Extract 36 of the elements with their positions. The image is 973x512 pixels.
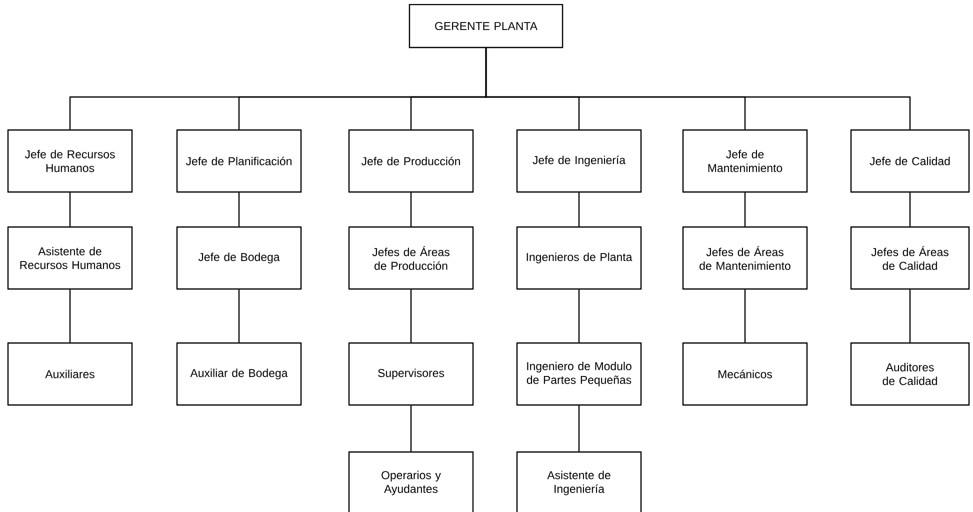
connector-line <box>238 192 240 226</box>
org-box: Auxiliar de Bodega <box>176 342 302 406</box>
org-box: Jefe de Recursos Humanos <box>7 129 133 193</box>
org-box: Jefes de Áreas de Mantenimiento <box>682 226 808 290</box>
org-box: Auditores de Calidad <box>850 342 970 406</box>
org-box: GERENTE PLANTA <box>408 4 564 48</box>
connector-line <box>744 192 746 226</box>
connector-line <box>69 290 71 342</box>
org-box: Jefe de Ingeniería <box>516 129 642 193</box>
org-box: Jefe de Bodega <box>176 226 302 290</box>
connector-line <box>578 290 580 342</box>
org-box: Jefe de Planificación <box>176 129 302 193</box>
org-box: Operarios y Ayudantes <box>348 451 474 512</box>
org-box: Asistente de Recursos Humanos <box>7 226 133 290</box>
connector-line <box>238 290 240 342</box>
connector-line <box>410 406 412 452</box>
connector-line <box>410 192 412 226</box>
org-box: Auxiliares <box>7 342 133 406</box>
connector-line <box>744 290 746 342</box>
connector-line <box>578 192 580 226</box>
org-box: Asistente de Ingeniería <box>516 451 642 512</box>
org-box: Mecánicos <box>682 342 808 406</box>
connector-line <box>410 290 412 342</box>
connector-line <box>909 290 911 342</box>
org-box: Jefe de Producción <box>348 129 474 193</box>
org-box: Jefes de Áreas de Calidad <box>850 226 970 290</box>
org-box: Supervisores <box>348 342 474 406</box>
connector-line <box>578 406 580 452</box>
org-box: Jefe de Calidad <box>850 129 970 193</box>
connector-line <box>69 192 71 226</box>
org-box: Ingeniero de Modulo de Partes Pequeñas <box>516 342 642 406</box>
org-box: Ingenieros de Planta <box>516 226 642 290</box>
connector-line <box>485 48 911 130</box>
org-box: Jefes de Áreas de Producción <box>348 226 474 290</box>
connector-line <box>909 192 911 226</box>
org-box: Jefe de Mantenimiento <box>682 129 808 193</box>
